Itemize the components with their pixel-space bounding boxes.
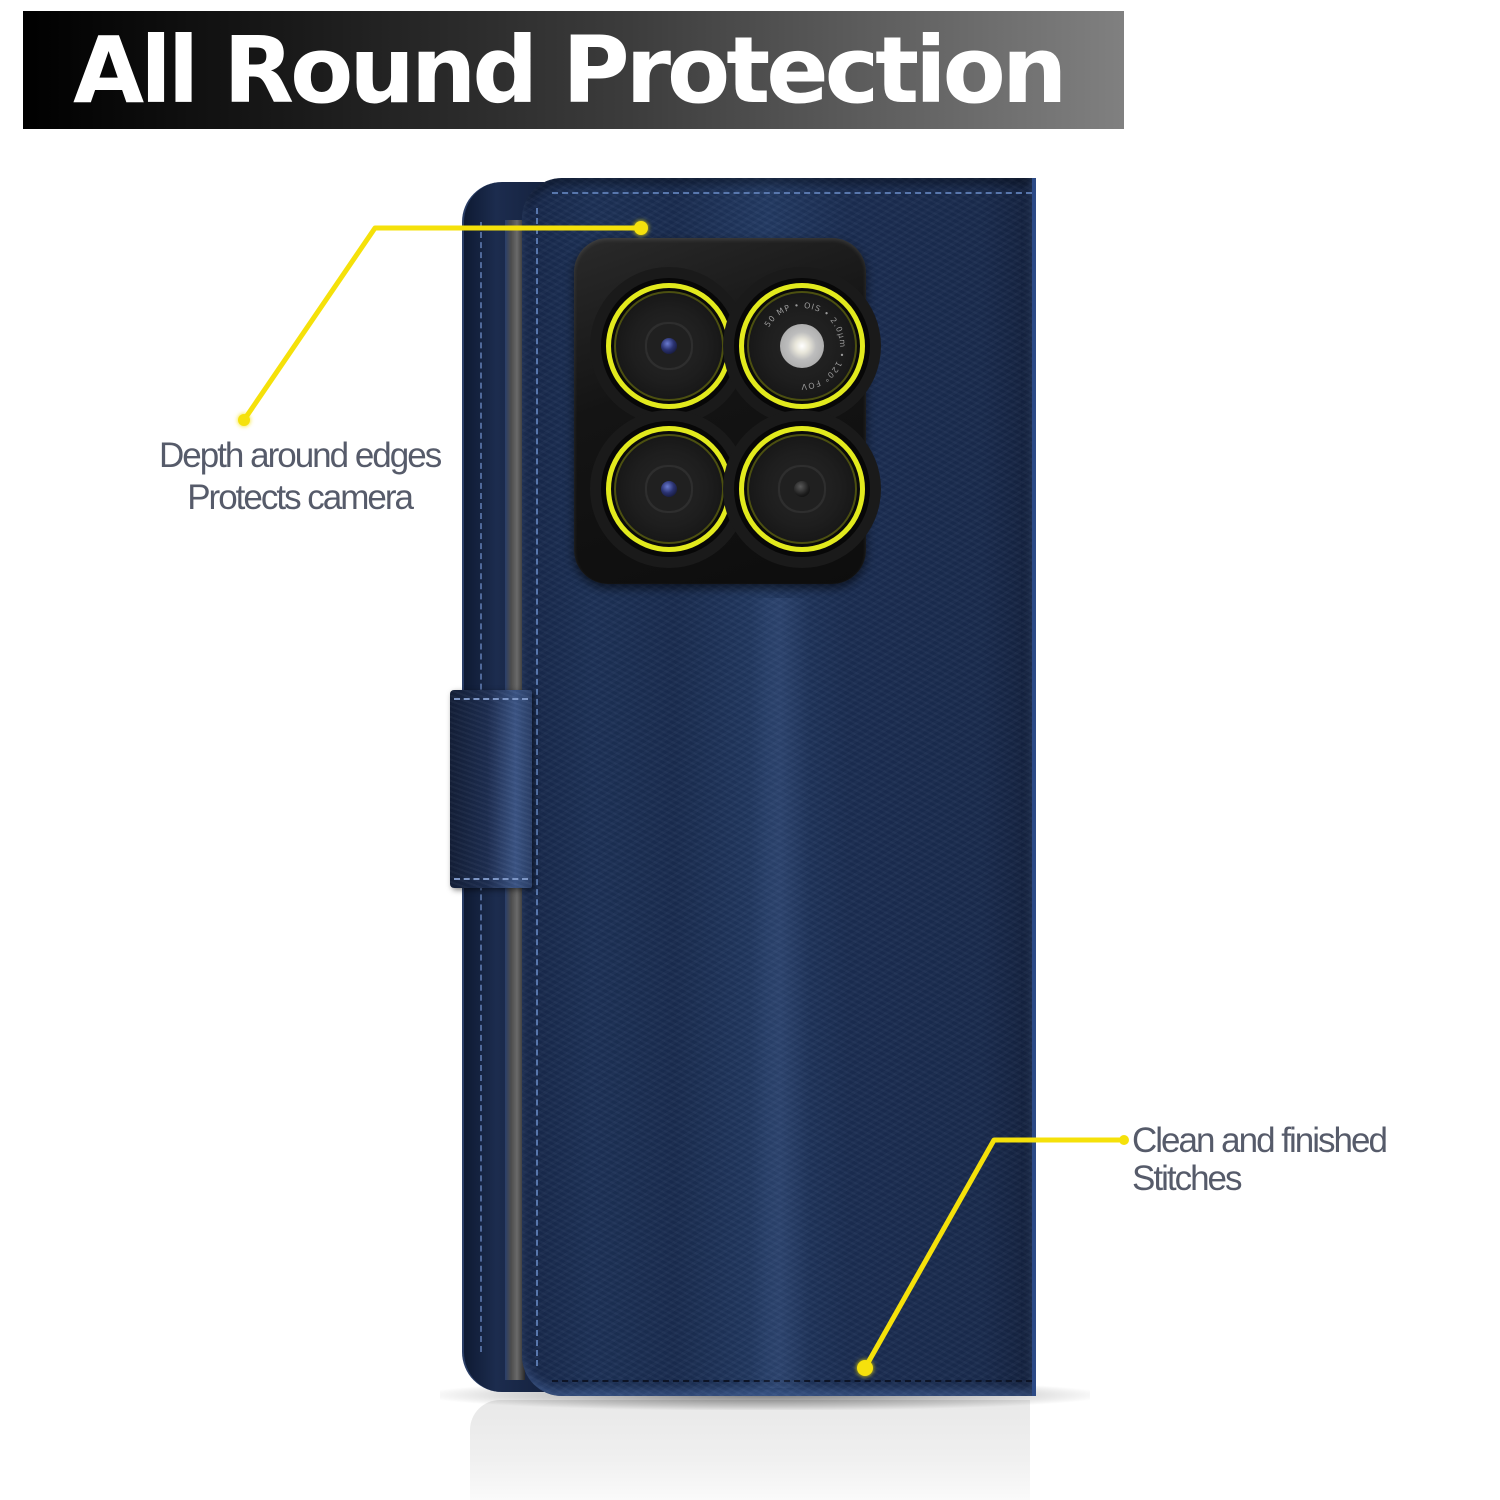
page-title: All Round Protection [73, 17, 1067, 124]
camera-callout-line1: Depth around edges [159, 436, 442, 475]
magnetic-clasp-strap [450, 690, 532, 888]
floor-reflection [470, 1400, 1030, 1500]
bottom-stitching [552, 1380, 1032, 1382]
flash-lens-icon: 50 MP • OIS • 2.0μm • 120° FOV [739, 283, 865, 409]
stitches-callout-line1: Clean and finished [1132, 1121, 1388, 1160]
lens-glass [661, 481, 677, 497]
lens-glass [661, 338, 677, 354]
stitches-callout-end-dot [1119, 1135, 1129, 1145]
top-stitching [552, 192, 1032, 194]
camera-module: 50 MP • OIS • 2.0μm • 120° FOV [574, 238, 866, 584]
leather-crease [750, 598, 810, 1388]
camera-callout-end-dot [238, 414, 250, 426]
clasp-stitching-bottom [454, 878, 528, 880]
lens-glass [794, 481, 810, 497]
stitches-callout-line2: Stitches [1132, 1159, 1242, 1198]
camera-callout-label: Depth around edges Protects camera [159, 435, 442, 519]
clasp-stitching-top [454, 698, 528, 700]
flash-icon [780, 324, 824, 368]
camera-callout-line2: Protects camera [187, 478, 414, 517]
camera-lens-icon [606, 426, 732, 552]
title-banner: All Round Protection [23, 11, 1124, 129]
left-stitching [536, 208, 538, 1366]
sensor-lens-icon [739, 426, 865, 552]
camera-lens-icon [606, 283, 732, 409]
stitches-callout-label: Clean and finished Stitches [1132, 1121, 1388, 1198]
